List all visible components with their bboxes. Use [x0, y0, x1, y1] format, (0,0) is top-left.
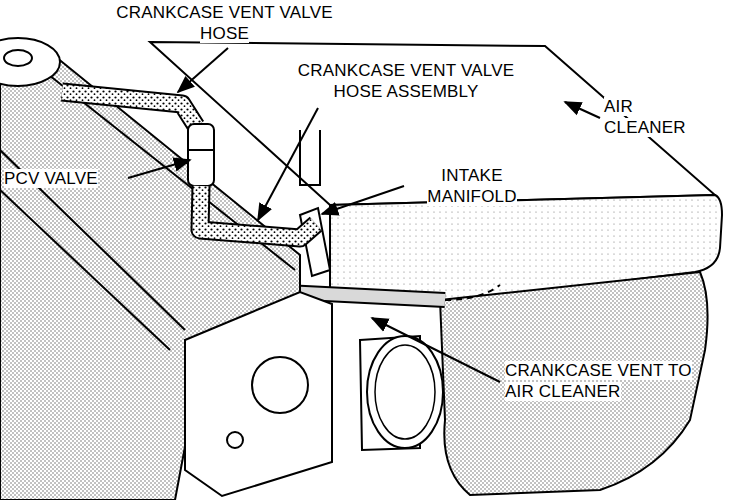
crankcase-vent-valve-hose-assembly: [200, 186, 316, 238]
end-boss: [252, 357, 308, 413]
part-label: CRANKCASE VENT VALVE HOSE: [92, 2, 357, 44]
leader-line: [128, 160, 190, 178]
air-cleaner-body: [440, 272, 708, 495]
part-label: INTAKE MANIFOLD: [408, 165, 536, 207]
leader-line: [372, 318, 500, 382]
valve-cover-rail: [0, 190, 170, 350]
lid-notch: [300, 130, 320, 185]
oil-filler-cap: [0, 38, 60, 86]
crankcase-vent-valve-hose: [62, 92, 196, 126]
label-text: PCV VALVE: [4, 169, 98, 188]
pcv-valve: [188, 124, 214, 186]
label-text: CRANKCASE VENT VALVE HOSE ASSEMBLY: [298, 61, 515, 101]
part-label: CRANKCASE VENT TO AIR CLEANER: [505, 360, 710, 402]
pcv-valve-band: [188, 149, 214, 151]
leader-line: [322, 186, 404, 214]
leader-line: [178, 48, 228, 92]
valve-cover-end: [185, 292, 332, 496]
part-label: PCV VALVE: [4, 168, 129, 189]
bolt: [227, 432, 243, 448]
leader-line: [258, 108, 318, 220]
label-text: AIR CLEANER: [604, 97, 686, 137]
valve-cover-rail: [0, 150, 185, 330]
part-label: CRANKCASE VENT VALVE HOSE ASSEMBLY: [272, 60, 540, 102]
valve-hose-outline: [62, 92, 196, 126]
part-label: AIR CLEANER: [604, 96, 714, 138]
air-cleaner-top: [150, 42, 715, 205]
hidden-tube-path: [445, 285, 500, 300]
label-text: CRANKCASE VENT VALVE HOSE: [116, 3, 333, 43]
hose-assembly-outline: [200, 186, 316, 238]
label-text: CRANKCASE VENT TO AIR CLEANER: [505, 361, 692, 401]
snorkel-lip: [375, 345, 435, 439]
leader-line: [565, 102, 600, 118]
cap-knob: [4, 50, 32, 66]
label-text: INTAKE MANIFOLD: [427, 166, 516, 206]
snorkel-opening: [367, 336, 443, 448]
